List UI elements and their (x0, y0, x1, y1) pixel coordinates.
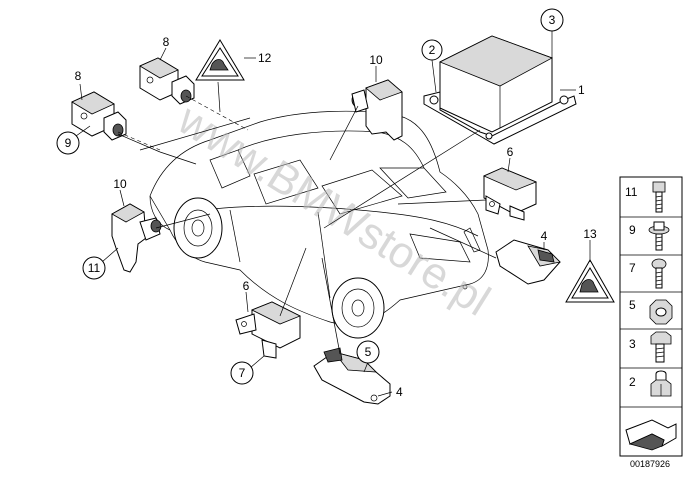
legend-label-7: 7 (629, 261, 636, 275)
short-bolt-icon (650, 331, 672, 363)
legend-label-9: 9 (629, 223, 636, 237)
callout-8-lower: 8 (75, 69, 82, 83)
legend-label-3: 3 (629, 337, 636, 351)
airbag-control-unit (423, 35, 577, 145)
nut-icon (649, 299, 673, 325)
callout-circle (421, 39, 443, 61)
callout-5: 5 (365, 345, 372, 359)
warning-label-12 (195, 39, 245, 81)
legend-label-11: 11 (625, 185, 638, 199)
screw-icon (651, 258, 667, 289)
sensor-10-left (111, 203, 162, 273)
sensor-10-top (351, 79, 403, 141)
legend-label-5: 5 (629, 298, 636, 312)
flange-screw-icon (648, 221, 670, 251)
callout-2: 2 (429, 43, 436, 57)
callout-4-bottom: 4 (396, 385, 403, 399)
callout-10-top: 10 (369, 53, 383, 67)
reference-number: 00187926 (630, 459, 670, 469)
callout-leaders (75, 30, 591, 397)
sensor-6-right (483, 167, 538, 221)
callout-9: 9 (65, 136, 72, 150)
callout-circle (56, 131, 80, 155)
callout-labels: 3 2 1 8 12 8 9 10 6 10 11 4 13 6 7 5 4 (56, 8, 597, 399)
callout-6-right: 6 (507, 145, 514, 159)
cap-nut-icon (650, 370, 672, 397)
callout-circle (540, 8, 564, 32)
hardware-legend: 11 9 7 5 3 2 (619, 176, 683, 457)
leader-lines (117, 81, 497, 355)
warning-label-13 (565, 258, 615, 303)
sensor-6-lower (235, 301, 301, 359)
callout-3: 3 (549, 13, 556, 27)
callout-1: 1 (578, 83, 585, 97)
callout-8-upper: 8 (163, 35, 170, 49)
watermark: www.BMWstore.pl (169, 94, 499, 325)
callout-12: 12 (258, 51, 272, 65)
callout-6-lower: 6 (243, 279, 250, 293)
sensor-4-bottom (313, 347, 391, 405)
legend-label-2: 2 (629, 375, 636, 389)
callout-11: 11 (88, 261, 101, 275)
sensor-8-upper (139, 57, 195, 105)
callout-circle (230, 361, 254, 385)
bolt-icon (652, 181, 666, 213)
sensor-4-right (495, 239, 561, 285)
arrow-icon (625, 419, 677, 451)
callout-4-right: 4 (541, 229, 548, 243)
callout-13: 13 (583, 227, 597, 241)
callout-7: 7 (239, 366, 246, 380)
callout-circle (82, 256, 106, 280)
callout-10-left: 10 (113, 177, 127, 191)
car-outline (149, 110, 489, 339)
callout-circle (356, 340, 380, 364)
